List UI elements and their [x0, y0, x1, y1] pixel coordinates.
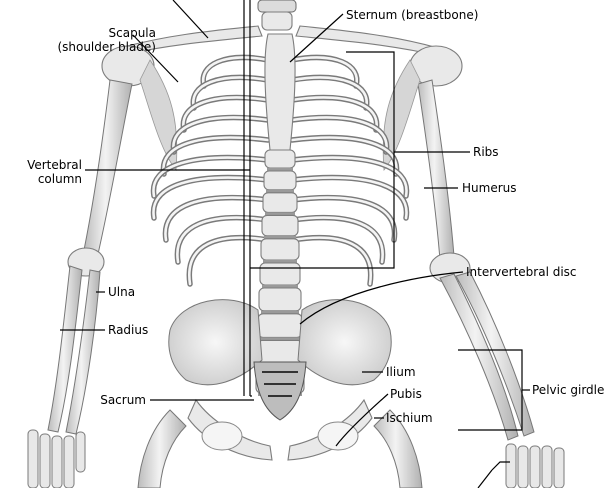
label-radius: Radius: [108, 323, 148, 337]
vertebra: [259, 288, 301, 311]
vertebra: [258, 314, 302, 338]
vertebra: [257, 340, 303, 364]
label-ulna: Ulna: [108, 285, 135, 299]
label-scapula: Scapula: [48, 26, 156, 40]
label-vertebral-2: column: [0, 172, 82, 186]
left-rib: [189, 238, 268, 284]
right-rib: [292, 118, 387, 152]
right-rib: [292, 118, 387, 152]
left-rib: [173, 118, 268, 152]
label-intervertebral-disc: Intervertebral disc: [466, 265, 577, 279]
label-pubis: Pubis: [390, 387, 422, 401]
label-pelvic-girdle: Pelvic girdle: [532, 383, 604, 397]
left-rib: [189, 238, 268, 284]
left-arm: [28, 46, 154, 488]
label-sternum: Sternum (breastbone): [346, 8, 478, 22]
label-humerus: Humerus: [462, 181, 517, 195]
label-ilium: Ilium: [386, 365, 416, 379]
vertebra: [265, 150, 295, 168]
right-rib: [292, 238, 371, 284]
label-ribs: Ribs: [473, 145, 499, 159]
spine: [256, 150, 304, 396]
vertebra: [261, 239, 299, 260]
vertebra: [262, 215, 298, 235]
sternum: [265, 34, 295, 150]
label-sacrum: Sacrum: [80, 393, 146, 407]
label-vertebral-1: Vertebral: [0, 158, 82, 172]
cervical-vertebrae: [258, 0, 296, 30]
vertebra: [264, 171, 296, 190]
label-scapula-sub: (shoulder blade): [10, 40, 156, 54]
right-rib: [292, 238, 371, 284]
left-rib: [173, 118, 268, 152]
label-ischium: Ischium: [386, 411, 433, 425]
vertebra: [263, 193, 297, 213]
vertebra: [260, 263, 300, 285]
